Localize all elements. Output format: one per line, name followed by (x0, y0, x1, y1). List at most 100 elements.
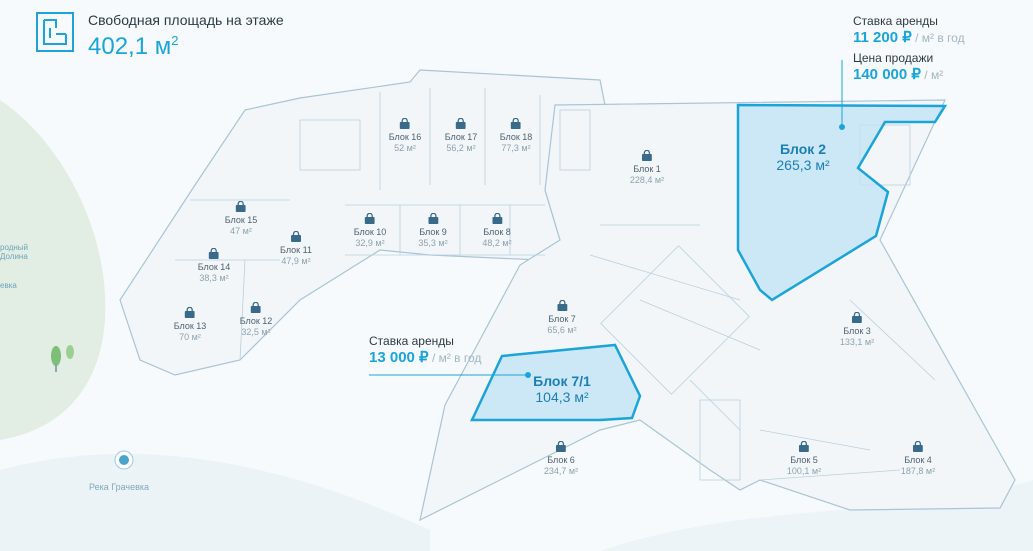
free-area-label: Свободная площадь на этаже (88, 12, 284, 28)
block-name: Блок 7 (548, 314, 576, 324)
rate-info-unit-2: Ставка аренды 11 200 ₽ / м² в год Цена п… (853, 14, 965, 82)
lock-icon (913, 441, 923, 452)
lock-icon (427, 213, 438, 224)
unit-7-1-highlight[interactable] (470, 343, 642, 422)
lock-icon (556, 441, 566, 452)
block-area: 100,1 м² (786, 466, 822, 476)
block-name: Блок 6 (547, 455, 575, 465)
river-bank (0, 453, 430, 551)
rent-unit: / м² в год (431, 351, 482, 365)
block-area: 47,9 м² (281, 256, 311, 266)
block-name: Блок 11 (280, 245, 312, 255)
lock-icon (400, 118, 410, 129)
lock-icon (185, 307, 195, 318)
sale-label: Цена продажи (853, 51, 934, 65)
free-area-unit-sup: 2 (171, 33, 179, 48)
block-area: 234,7 м² (543, 466, 579, 476)
block-area: 65,6 м² (547, 325, 577, 335)
floor-plan-icon (36, 12, 74, 52)
stair-4 (699, 399, 741, 481)
lock-icon (556, 300, 567, 311)
free-area-value: 402,1 м2 (88, 28, 284, 60)
block-name: Блок 8 (483, 227, 511, 237)
block-area: 32,9 м² (355, 238, 385, 248)
stair-2 (559, 109, 591, 171)
block-name: Блок 13 (173, 321, 207, 331)
block-name: Блок 15 (224, 215, 258, 225)
lock-icon (456, 118, 466, 129)
block-name: Блок 14 (197, 262, 231, 272)
block-area: 47 м² (230, 226, 252, 236)
block-area: 48,2 м² (482, 238, 512, 248)
lock-icon (236, 201, 246, 212)
block-area: 38,3 м² (199, 273, 229, 283)
lock-icon (511, 118, 521, 129)
unit-2-highlight[interactable] (736, 103, 948, 302)
trees-icon (51, 345, 74, 372)
river-bank-right (600, 480, 1033, 551)
block-name: Блок 5 (790, 455, 818, 465)
block-area: 77,3 м² (501, 143, 531, 153)
partition-lines (175, 88, 936, 481)
block-area: 56,2 м² (446, 143, 476, 153)
unit-area: 265,3 м² (776, 157, 830, 173)
rent-label: Ставка аренды (853, 14, 938, 28)
unit-2-label[interactable]: Блок 2 265,3 м² (776, 141, 829, 173)
stair-1 (299, 119, 361, 171)
block-name: Блок 17 (444, 132, 478, 142)
river-marker-icon[interactable] (114, 450, 134, 470)
block-name: Блок 18 (499, 132, 533, 142)
unit-name: Блок 7/1 (533, 373, 591, 389)
block-name: Блок 16 (388, 132, 422, 142)
lock-icon (365, 213, 375, 224)
block-name: Блок 4 (904, 455, 932, 465)
park-area (0, 100, 106, 440)
sale-value: 140 000 ₽ (853, 66, 921, 83)
block-area: 35,3 м² (418, 238, 448, 248)
lock-icon (852, 312, 862, 323)
rent-unit: / м² в год (915, 31, 965, 45)
floor-summary: Свободная площадь на этаже 402,1 м2 (36, 12, 284, 60)
lock-icon (290, 231, 301, 242)
block-area: 32,5 м² (241, 327, 271, 337)
lock-icon (491, 213, 502, 224)
block-name: Блок 12 (239, 316, 273, 326)
lift-core (600, 245, 750, 395)
block-name: Блок 9 (419, 227, 447, 237)
free-area-number: 402,1 м (88, 33, 172, 60)
rate-info-unit-7-1: Ставка аренды 13 000 ₽ / м² в год (369, 334, 481, 365)
lock-icon (799, 441, 809, 452)
unit-7-1-label[interactable]: Блок 7/1 104,3 м² (533, 373, 591, 405)
lock-icon (642, 150, 652, 161)
block-area: 52 м² (394, 143, 416, 153)
sale-unit: / м² (924, 68, 944, 82)
rent-value: 13 000 ₽ (369, 349, 429, 366)
callout-dot-mid (525, 372, 531, 378)
block-area: 228,4 м² (629, 175, 665, 185)
callout-dot-top (839, 124, 845, 130)
unit-name: Блок 2 (779, 141, 826, 157)
lock-icon (209, 248, 219, 259)
place-label-line2: Долина (0, 252, 28, 261)
block-area: 133,1 м² (839, 337, 875, 347)
lock-icon (251, 302, 261, 313)
